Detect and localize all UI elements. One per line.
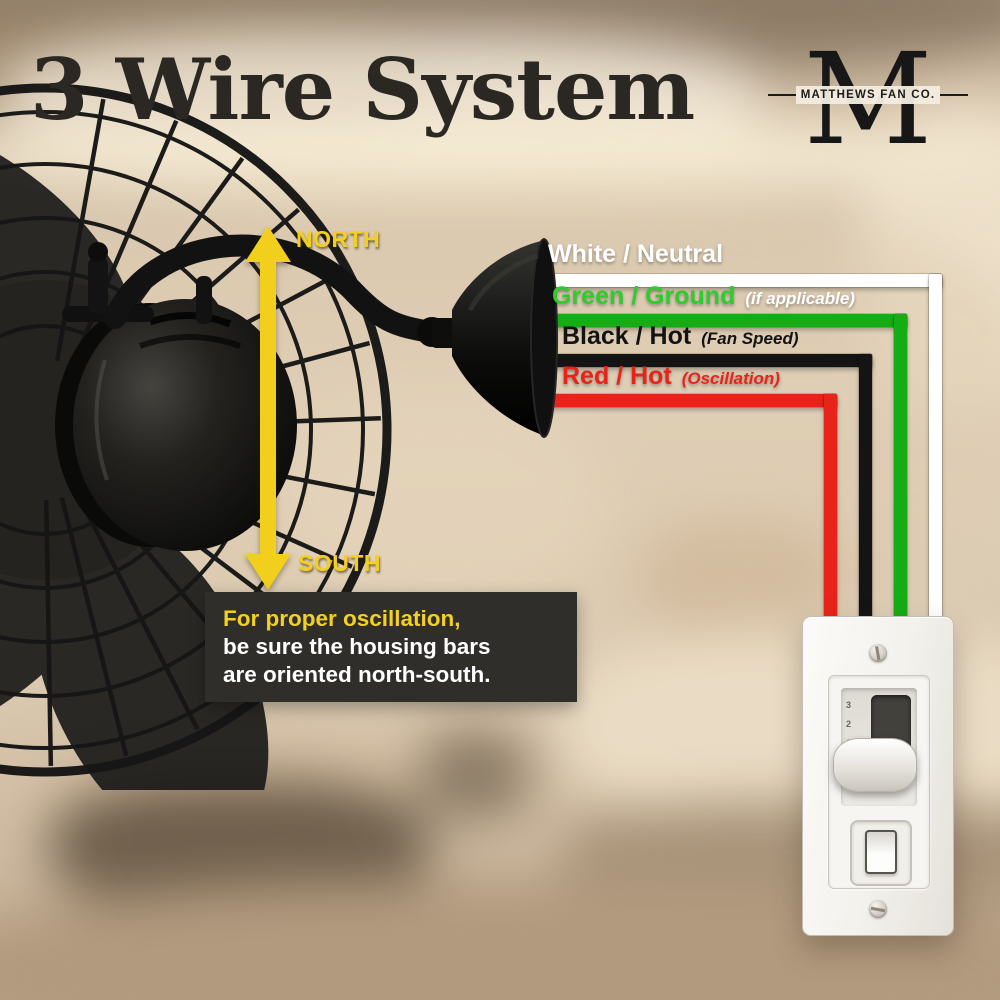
oscillation-rocker-switch bbox=[865, 830, 897, 874]
green-wire-horizontal bbox=[548, 314, 907, 327]
logo-company-name: MATTHEWS FAN CO. bbox=[795, 86, 941, 104]
wall-control-switch: 3 2 1 0 bbox=[802, 616, 954, 936]
logo-band: MATTHEWS FAN CO. bbox=[768, 86, 968, 104]
brand-logo: M MATTHEWS FAN CO. bbox=[768, 33, 968, 176]
bg-decor bbox=[420, 730, 530, 820]
screw-slot bbox=[870, 906, 886, 912]
red-wire-horizontal bbox=[538, 394, 837, 407]
mount-arm bbox=[104, 234, 441, 343]
north-label: NORTH bbox=[296, 226, 381, 252]
screw-slot bbox=[875, 645, 881, 660]
fan-cage bbox=[0, 83, 392, 777]
logo-rule-right bbox=[940, 93, 968, 97]
speed-3: 3 bbox=[846, 700, 852, 710]
speed-2: 2 bbox=[846, 719, 852, 729]
bg-cove-light bbox=[0, 120, 1000, 190]
bottom-screw bbox=[869, 900, 887, 918]
top-screw bbox=[869, 644, 887, 662]
white-wire-horizontal bbox=[540, 274, 942, 287]
note-line-2: be sure the housing bars bbox=[223, 634, 491, 660]
note-line-1: For proper oscillation, bbox=[223, 606, 461, 631]
red-wire-label: Red / Hot (Oscillation) bbox=[562, 362, 780, 390]
black-wire-vertical bbox=[859, 354, 872, 624]
housing-bars bbox=[62, 242, 212, 324]
logo-rule-left bbox=[768, 93, 796, 97]
oscillation-rocker-bezel bbox=[850, 820, 912, 886]
arrowhead-up bbox=[245, 226, 291, 262]
speed-slider-knob bbox=[833, 738, 917, 792]
note-line-3: are oriented north-south. bbox=[223, 662, 491, 688]
black-wire-label: Black / Hot (Fan Speed) bbox=[562, 322, 799, 350]
fan-motor bbox=[55, 299, 297, 551]
arrowhead-down bbox=[245, 554, 291, 590]
wall-mount-bell bbox=[452, 238, 558, 438]
white-wire-vertical bbox=[929, 274, 942, 624]
page-title: 3 Wire System bbox=[30, 40, 695, 139]
white-wire-label: White / Neutral bbox=[548, 240, 724, 268]
red-wire-vertical bbox=[824, 394, 837, 624]
switch-inner-panel: 3 2 1 0 bbox=[828, 675, 930, 889]
black-wire-horizontal bbox=[544, 354, 872, 367]
green-wire-label: Green / Ground (if applicable) bbox=[552, 282, 855, 310]
south-label: SOUTH bbox=[298, 550, 381, 576]
north-south-arrow bbox=[245, 226, 291, 590]
ball-joint bbox=[417, 317, 458, 348]
green-wire-vertical bbox=[894, 314, 907, 624]
oscillation-note-box: For proper oscillation, be sure the hous… bbox=[205, 592, 577, 703]
